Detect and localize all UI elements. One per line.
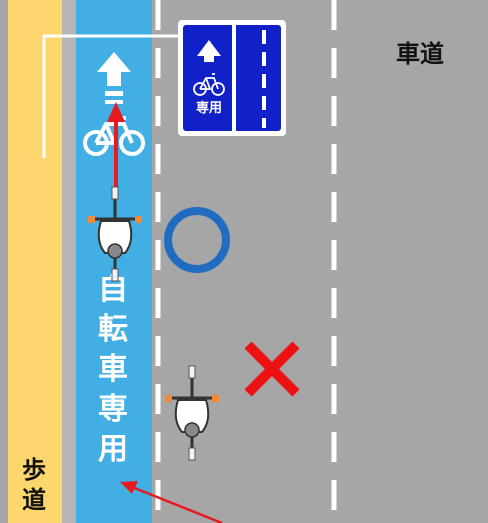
pointer-arrow: [120, 481, 223, 523]
sign-text: 専用: [196, 100, 222, 116]
bike-lane-sign: 専用: [178, 20, 286, 136]
lane-char-4: 専: [98, 392, 128, 427]
sidewalk: [8, 0, 62, 523]
ng-mark: [244, 341, 300, 397]
roadway-label: 車道: [396, 40, 444, 68]
sidewalk-char-2: 道: [22, 486, 46, 514]
lane-char-5: 用: [98, 432, 128, 467]
curb: [62, 0, 76, 523]
direction-arrow: [107, 102, 125, 190]
lane-char-2: 転: [98, 312, 128, 347]
straight-arrow-icon: [97, 52, 131, 104]
cyclist-icon-roadway: [165, 365, 219, 461]
sign-post: [42, 34, 180, 158]
sign-arrow-icon: [197, 40, 221, 62]
sign-bicycle-icon: [193, 73, 225, 96]
ok-mark: [164, 207, 230, 273]
cyclist-icon: [88, 186, 142, 282]
lane-char-3: 車: [98, 352, 128, 387]
sidewalk-char-1: 歩: [22, 456, 46, 484]
